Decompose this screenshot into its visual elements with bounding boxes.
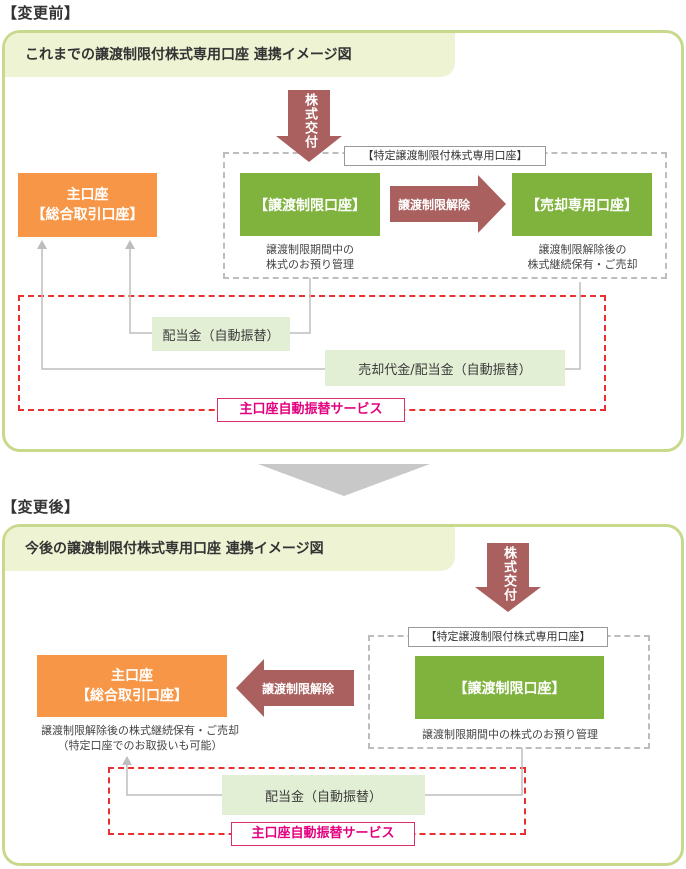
after-main-account: 主口座 【総合取引口座】 xyxy=(37,655,227,717)
before-restricted-account: 【譲渡制限口座】 xyxy=(240,173,380,236)
before-dividend-arrowhead xyxy=(125,240,135,249)
before-sale-line xyxy=(565,282,581,370)
after-dividend-arrowhead xyxy=(122,756,132,765)
before-sale-caption: 譲渡制限解除後の 株式継続保有・ご売却 xyxy=(527,243,638,271)
before-title: これまでの譲渡制限付株式専用口座 連携イメージ図 xyxy=(5,33,455,77)
after-service-label: 主口座自動振替サービス xyxy=(231,822,415,846)
after-release-arrow-icon xyxy=(236,659,354,717)
before-restricted-caption: 譲渡制限期間中の 株式のお預り管理 xyxy=(266,243,354,271)
before-dividend-line-left xyxy=(129,243,152,334)
after-main-caption: 譲渡制限解除後の株式継続保有・ご売却 （特定口座でのお取扱いも可能） xyxy=(41,724,239,752)
before-release-label: 譲渡制限解除 xyxy=(398,198,471,212)
before-dividend-line xyxy=(290,278,311,334)
before-issuance-label: 株式交付 xyxy=(302,93,317,149)
before-service-label: 主口座自動振替サービス xyxy=(217,398,405,422)
after-group-label: 【特定譲渡制限付株式専用口座】 xyxy=(408,627,608,647)
before-sale-line-left xyxy=(41,243,325,370)
after-issuance-arrow-icon xyxy=(475,543,541,612)
after-restricted-account: 【譲渡制限口座】 xyxy=(415,656,604,719)
after-dividend-line-left xyxy=(126,760,222,796)
after-title: 今後の譲渡制限付株式専用口座 連携イメージ図 xyxy=(5,527,455,571)
after-release-label: 譲渡制限解除 xyxy=(262,682,335,696)
before-release-arrow-icon xyxy=(390,175,506,233)
before-group-label: 【特定譲渡制限付株式専用口座】 xyxy=(344,146,546,166)
before-heading: 【変更前】 xyxy=(2,4,80,22)
before-dividend-transfer: 配当金（自動振替） xyxy=(152,317,290,351)
after-issuance-label: 株式交付 xyxy=(501,546,516,602)
after-heading: 【変更後】 xyxy=(2,498,80,516)
before-main-account: 主口座 【総合取引口座】 xyxy=(18,173,157,237)
after-dividend-transfer: 配当金（自動振替） xyxy=(222,775,425,815)
before-sale-proceeds-transfer: 売却代金/配当金（自動振替） xyxy=(325,350,565,386)
after-restricted-caption: 譲渡制限期間中の株式のお預り管理 xyxy=(422,728,598,741)
after-dividend-line xyxy=(425,748,523,796)
before-sale-arrowhead xyxy=(37,240,47,249)
before-issuance-arrow-icon xyxy=(276,90,342,162)
before-sale-account: 【売却専用口座】 xyxy=(512,173,652,236)
